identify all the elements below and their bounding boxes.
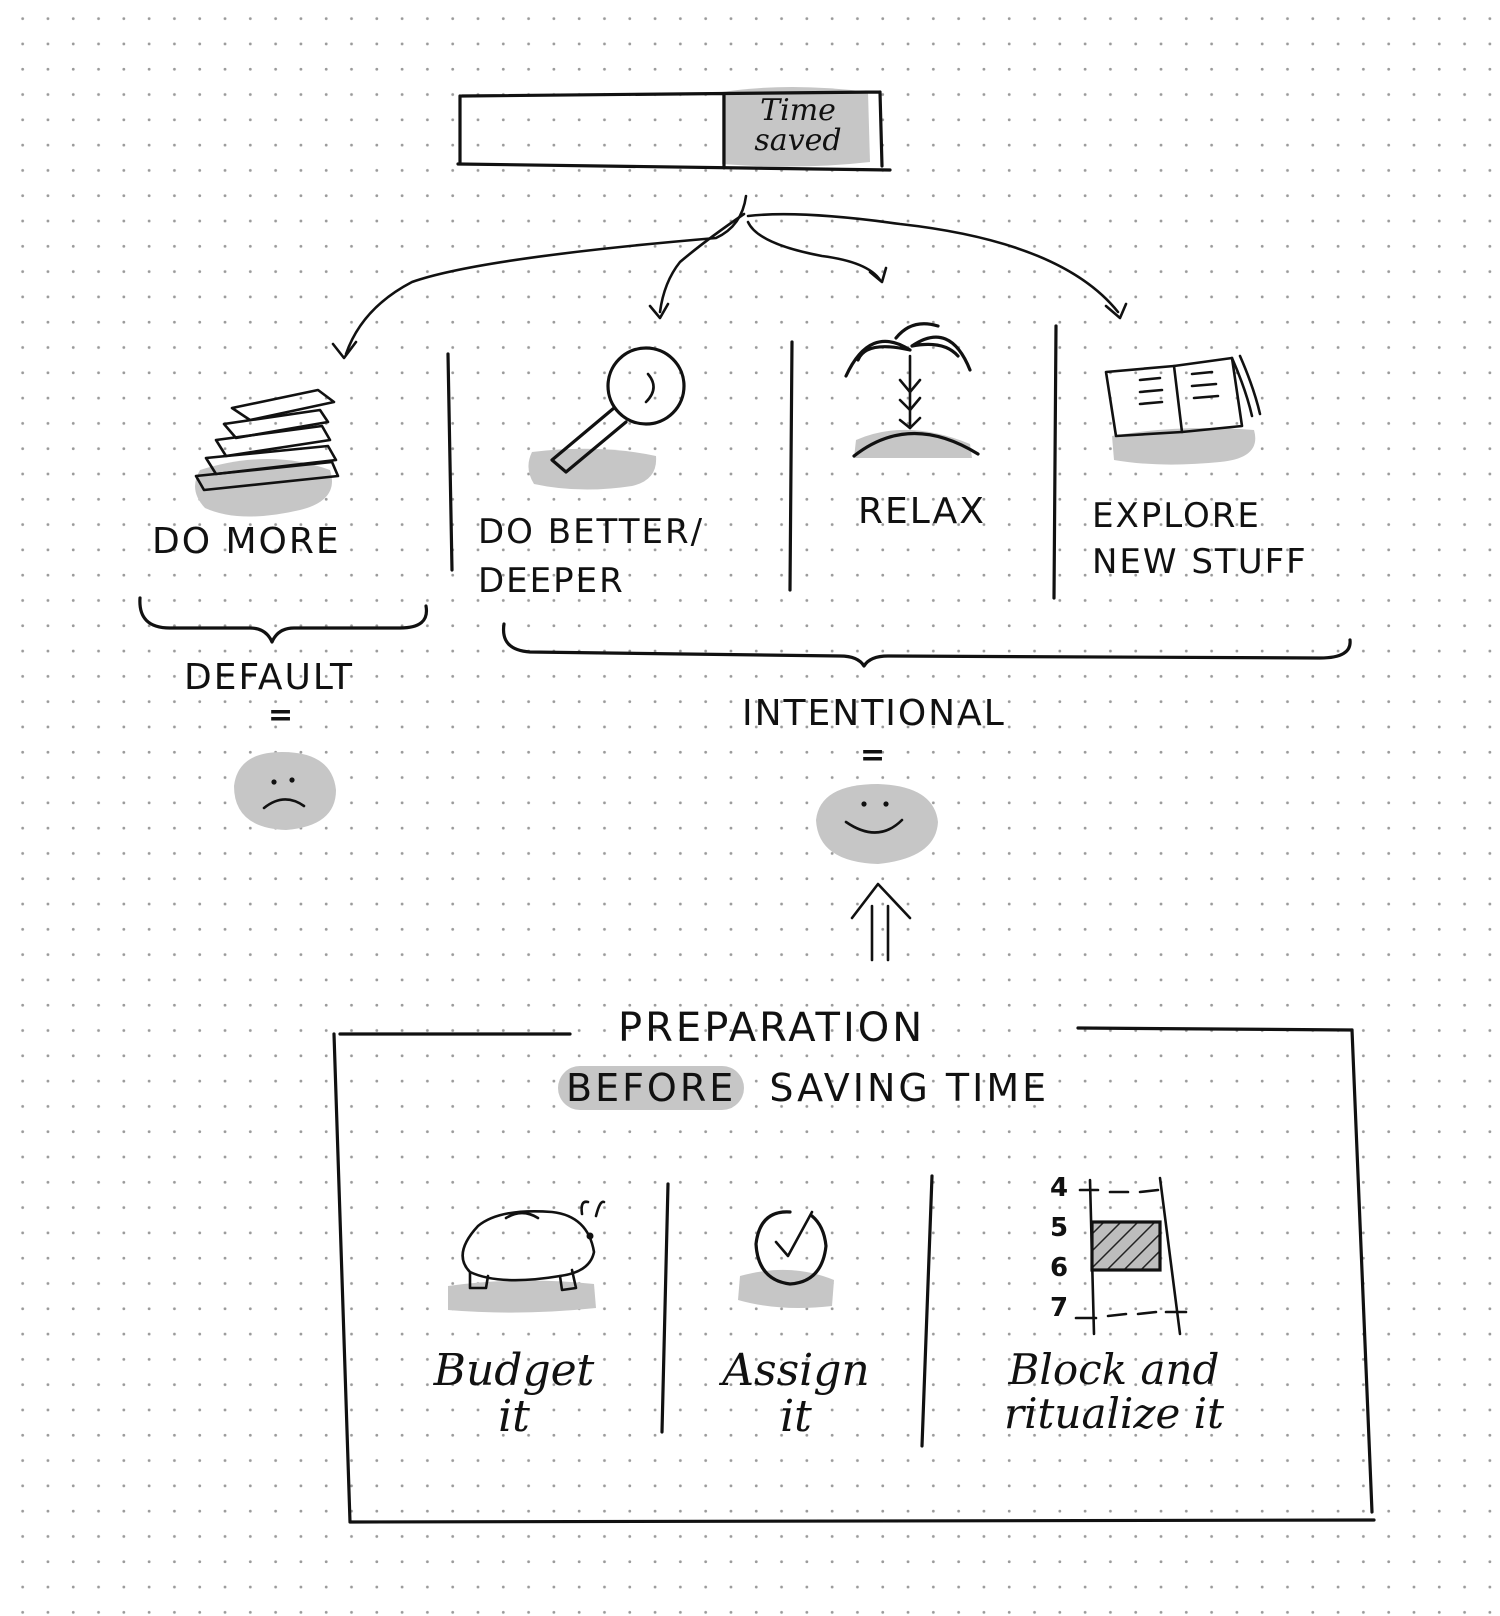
- paper-stack-icon: [194, 388, 340, 517]
- calendar-block-icon: [1074, 1176, 1188, 1336]
- before-highlight: BEFORE: [558, 1066, 745, 1110]
- option-explore: EXPLORE NEW STUFF: [1092, 496, 1308, 582]
- option-do-more: DO MORE: [152, 521, 341, 562]
- intentional-label: INTENTIONAL: [742, 693, 1006, 734]
- option-relax: RELAX: [858, 491, 986, 532]
- time-saved-label: Time saved: [728, 96, 868, 156]
- step-block-line2: ritualize it: [1004, 1389, 1224, 1439]
- calendar-hour-4: 4: [1050, 1173, 1068, 1203]
- step-assign-line2: it: [780, 1391, 812, 1443]
- intentional-equals: =: [860, 738, 886, 773]
- step-budget-line2: it: [498, 1391, 530, 1443]
- saving-time-text: SAVING TIME: [769, 1066, 1050, 1110]
- intentional-brace: [501, 622, 1352, 668]
- piggy-bank-icon: [448, 1200, 606, 1313]
- magnifier-icon: [528, 346, 686, 490]
- time-saved-bar: [456, 87, 892, 172]
- step-block: Block and ritualize it: [964, 1345, 1264, 1439]
- time-saved-text: Time saved: [754, 93, 842, 158]
- step-budget-line1: Budget: [433, 1345, 595, 1396]
- step-separators: [660, 1174, 934, 1448]
- smiley-face-icon: [816, 784, 938, 864]
- preparation-subtitle: BEFORE SAVING TIME: [558, 1066, 1049, 1112]
- option-separators: [446, 324, 1058, 600]
- clock-check-icon: [738, 1210, 834, 1308]
- open-book-icon: [1104, 354, 1262, 465]
- calendar-hour-5: 5: [1050, 1213, 1068, 1243]
- palm-tree-icon: [844, 322, 980, 458]
- calendar-hour-6: 6: [1050, 1253, 1068, 1283]
- branch-arrows: [331, 194, 1128, 360]
- default-equals: =: [268, 698, 294, 733]
- option-do-better: DO BETTER/ DEEPER: [478, 512, 705, 602]
- calendar-hour-labels: 4 5 6 7: [1050, 1173, 1068, 1323]
- preparation-title: PREPARATION: [618, 1005, 926, 1051]
- calendar-hour-7: 7: [1050, 1293, 1068, 1323]
- step-assign-line1: Assign: [722, 1345, 870, 1396]
- up-arrow-icon: [850, 882, 912, 962]
- default-brace: [138, 596, 429, 644]
- preparation-frame: [332, 1026, 1376, 1524]
- default-label: DEFAULT: [184, 657, 354, 698]
- step-block-line1: Block and: [1008, 1345, 1220, 1394]
- sad-face-icon: [234, 752, 336, 830]
- step-assign: Assign it: [696, 1345, 896, 1443]
- step-budget: Budget it: [404, 1345, 624, 1443]
